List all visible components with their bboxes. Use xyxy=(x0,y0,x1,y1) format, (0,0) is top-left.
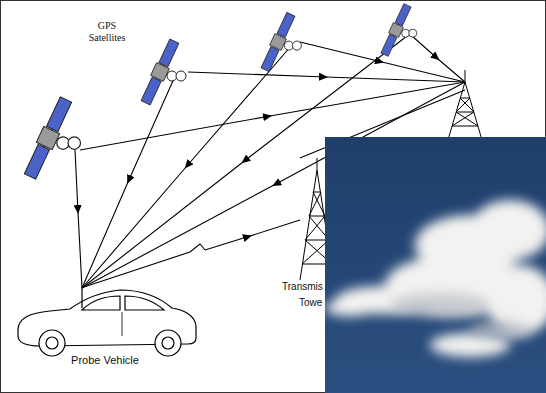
vehicle-label: Probe Vehicle xyxy=(70,354,140,367)
tower-label: Towe xyxy=(298,297,323,309)
satellites-label: GPS Satellites xyxy=(80,20,134,43)
sky-photo xyxy=(325,137,546,393)
tower-label: Transmis xyxy=(281,281,324,293)
